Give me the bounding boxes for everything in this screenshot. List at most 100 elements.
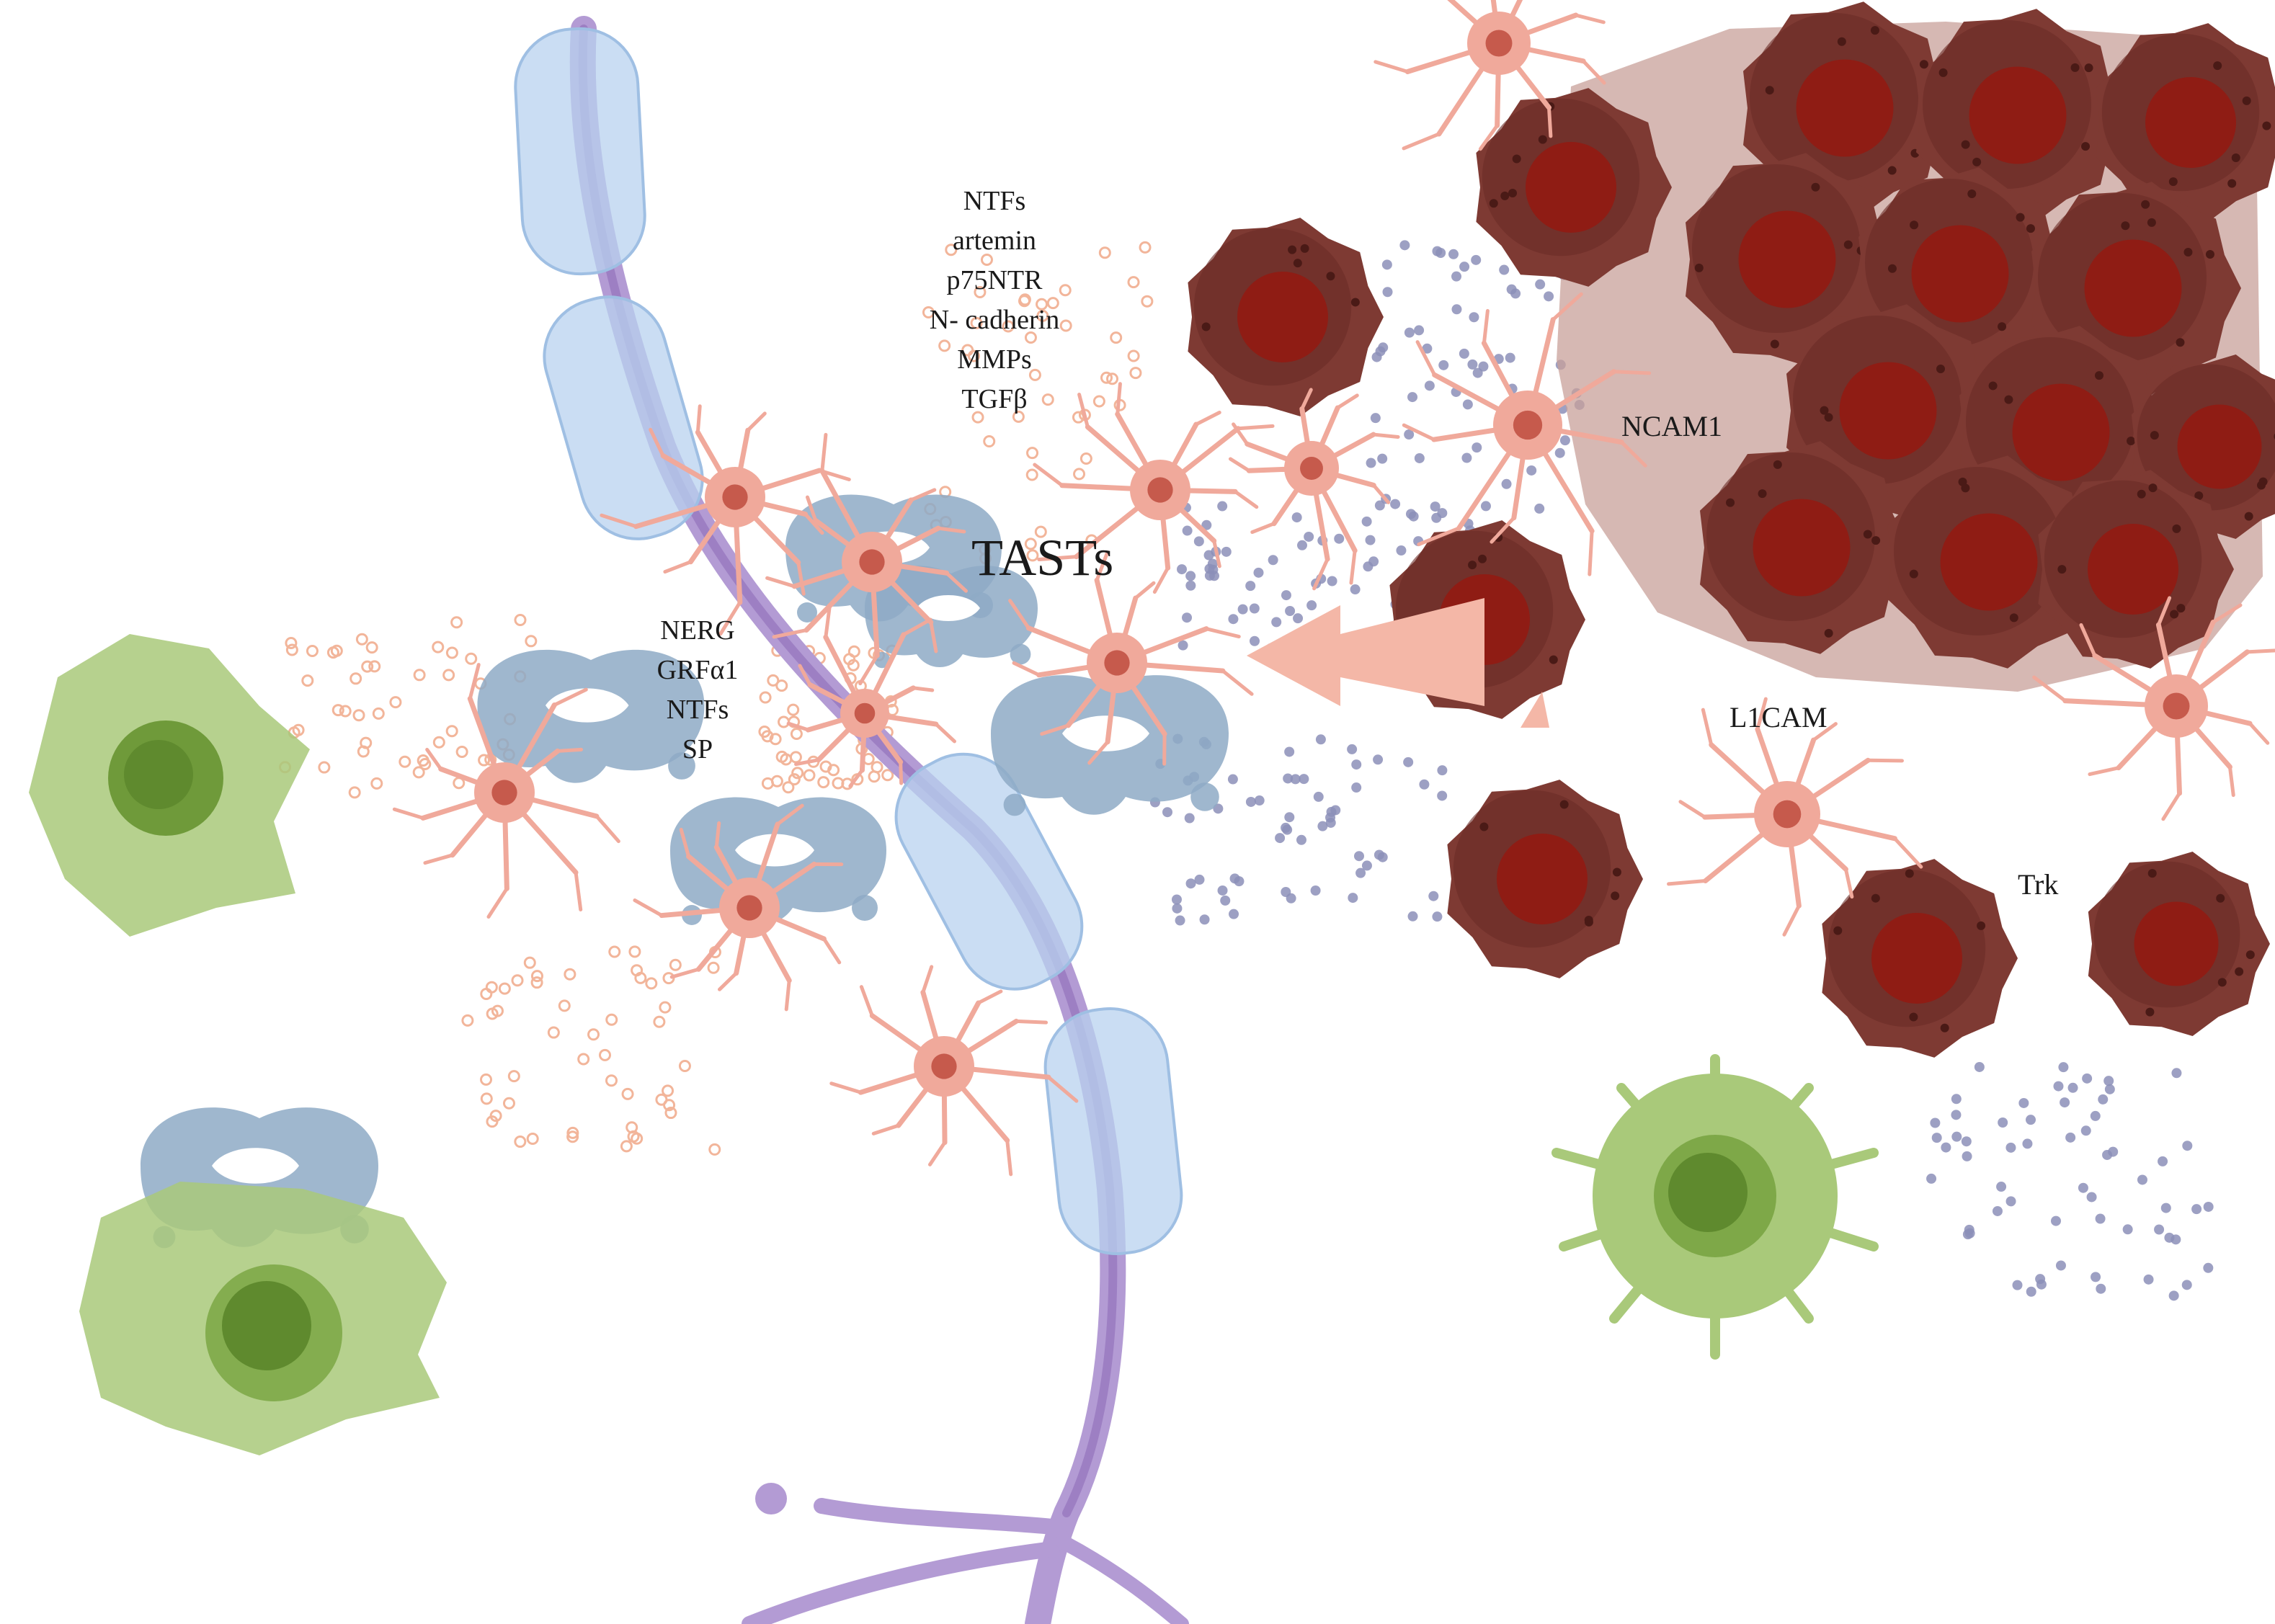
migration-arrow xyxy=(1247,598,1549,728)
signal-dot xyxy=(1353,851,1364,862)
tumor-cell xyxy=(1447,780,1643,978)
signal-dot xyxy=(1193,536,1204,547)
signal-dot xyxy=(817,776,830,789)
signal-dot xyxy=(2005,1142,2016,1153)
label-ncam1: NCAM1 xyxy=(1621,410,1723,442)
macrophage-right xyxy=(1551,1054,1879,1360)
signal-dot xyxy=(1281,590,1291,601)
signal-dot xyxy=(1435,248,1446,259)
schwann-cell xyxy=(1033,382,1275,594)
signal-dot xyxy=(1283,773,1294,784)
schwann-cell xyxy=(1402,292,1652,576)
tumor-cell xyxy=(1916,9,2126,222)
signal-dot xyxy=(881,769,894,782)
label-l1cam: L1CAM xyxy=(1729,701,1827,733)
signal-dot xyxy=(1024,331,1037,344)
signal-dot xyxy=(789,751,802,764)
signal-dot xyxy=(1237,604,1248,615)
signal-dot xyxy=(480,1073,493,1086)
signal-dot xyxy=(628,945,641,958)
signal-dot xyxy=(566,1126,579,1139)
signal-dot xyxy=(974,285,987,298)
signal-dot xyxy=(620,1140,633,1153)
signal-dot xyxy=(1941,1142,1951,1153)
signal-dot xyxy=(511,974,524,987)
signal-dot xyxy=(1220,895,1231,906)
signal-dot xyxy=(1290,774,1301,785)
signal-dot xyxy=(2080,1125,2091,1136)
signal-dot xyxy=(1284,812,1295,823)
signal-dot xyxy=(1348,893,1358,904)
signal-dot xyxy=(1026,447,1039,460)
signal-dot xyxy=(1461,452,1472,463)
signal-dot xyxy=(526,1132,539,1145)
signal-dot xyxy=(983,435,996,448)
signal-dot xyxy=(480,987,493,1000)
signal-dot xyxy=(1313,791,1324,802)
signal-dot xyxy=(1964,1224,1975,1235)
signal-dot xyxy=(360,736,373,749)
signal-dot xyxy=(2203,1262,2214,1273)
signal-dot xyxy=(1229,873,1240,884)
signal-dot xyxy=(1229,909,1239,919)
schwann-cells xyxy=(392,0,2275,1177)
schwann-cell xyxy=(633,803,844,1012)
signal-dot xyxy=(564,968,576,981)
signal-dot xyxy=(485,981,498,994)
signal-dot xyxy=(1059,319,1072,332)
signal-dot xyxy=(1451,304,1462,315)
signal-dot xyxy=(1079,452,1092,465)
signal-dot xyxy=(1407,392,1418,403)
signal-dot xyxy=(502,1097,515,1110)
signal-dot xyxy=(285,643,298,656)
signal-dot xyxy=(1501,478,1512,489)
signal-dot xyxy=(1374,500,1385,511)
signal-dot xyxy=(1428,891,1439,901)
signal-dot xyxy=(2022,1138,2033,1149)
signal-dot xyxy=(1414,452,1425,463)
signal-dot xyxy=(523,956,536,969)
signal-dot xyxy=(1365,535,1376,545)
signal-dot xyxy=(1381,259,1392,270)
signal-dot xyxy=(1451,271,1462,282)
signal-dot xyxy=(2091,1272,2101,1282)
tumor-cell xyxy=(2088,852,2270,1036)
signal-dot xyxy=(1404,327,1415,338)
signal-dot xyxy=(1951,1094,1962,1105)
signal-dot xyxy=(1185,580,1196,591)
signal-dot xyxy=(1059,284,1072,297)
signal-dot xyxy=(1046,297,1059,310)
signal-dot xyxy=(767,674,780,687)
signal-dot xyxy=(1201,519,1212,530)
tumor-cell xyxy=(1700,441,1910,654)
signal-dot xyxy=(664,1107,677,1120)
signal-dot xyxy=(1951,1110,1962,1120)
signal-dot xyxy=(1281,822,1291,833)
signal-dot xyxy=(791,767,804,780)
schwann-cell xyxy=(392,663,620,919)
signal-dot xyxy=(330,644,343,657)
signal-dot xyxy=(2012,1280,2023,1290)
signal-dot xyxy=(653,1015,666,1028)
signal-dot xyxy=(1194,874,1205,885)
signal-dot xyxy=(645,977,658,990)
signal-dot xyxy=(361,660,374,673)
signal-dot xyxy=(461,1014,474,1027)
signal-dot xyxy=(331,704,344,717)
signal-dot xyxy=(655,1093,668,1106)
signal-dot xyxy=(961,344,974,357)
signal-dot xyxy=(1041,393,1054,406)
signal-dot xyxy=(1347,744,1358,754)
signal-dot xyxy=(1221,546,1232,557)
signal-dot xyxy=(2078,1182,2088,1193)
signal-dot xyxy=(1374,849,1384,860)
signal-dot xyxy=(1185,571,1196,581)
signal-dot xyxy=(1293,613,1304,624)
signal-dot xyxy=(1127,349,1140,362)
tumor-cell xyxy=(2096,23,2275,222)
signal-dot xyxy=(1271,617,1282,628)
signal-dot xyxy=(1361,860,1372,871)
signal-dot xyxy=(759,691,772,704)
factor-ntfs: NTFs xyxy=(963,186,1026,216)
signal-dot xyxy=(1327,576,1337,586)
